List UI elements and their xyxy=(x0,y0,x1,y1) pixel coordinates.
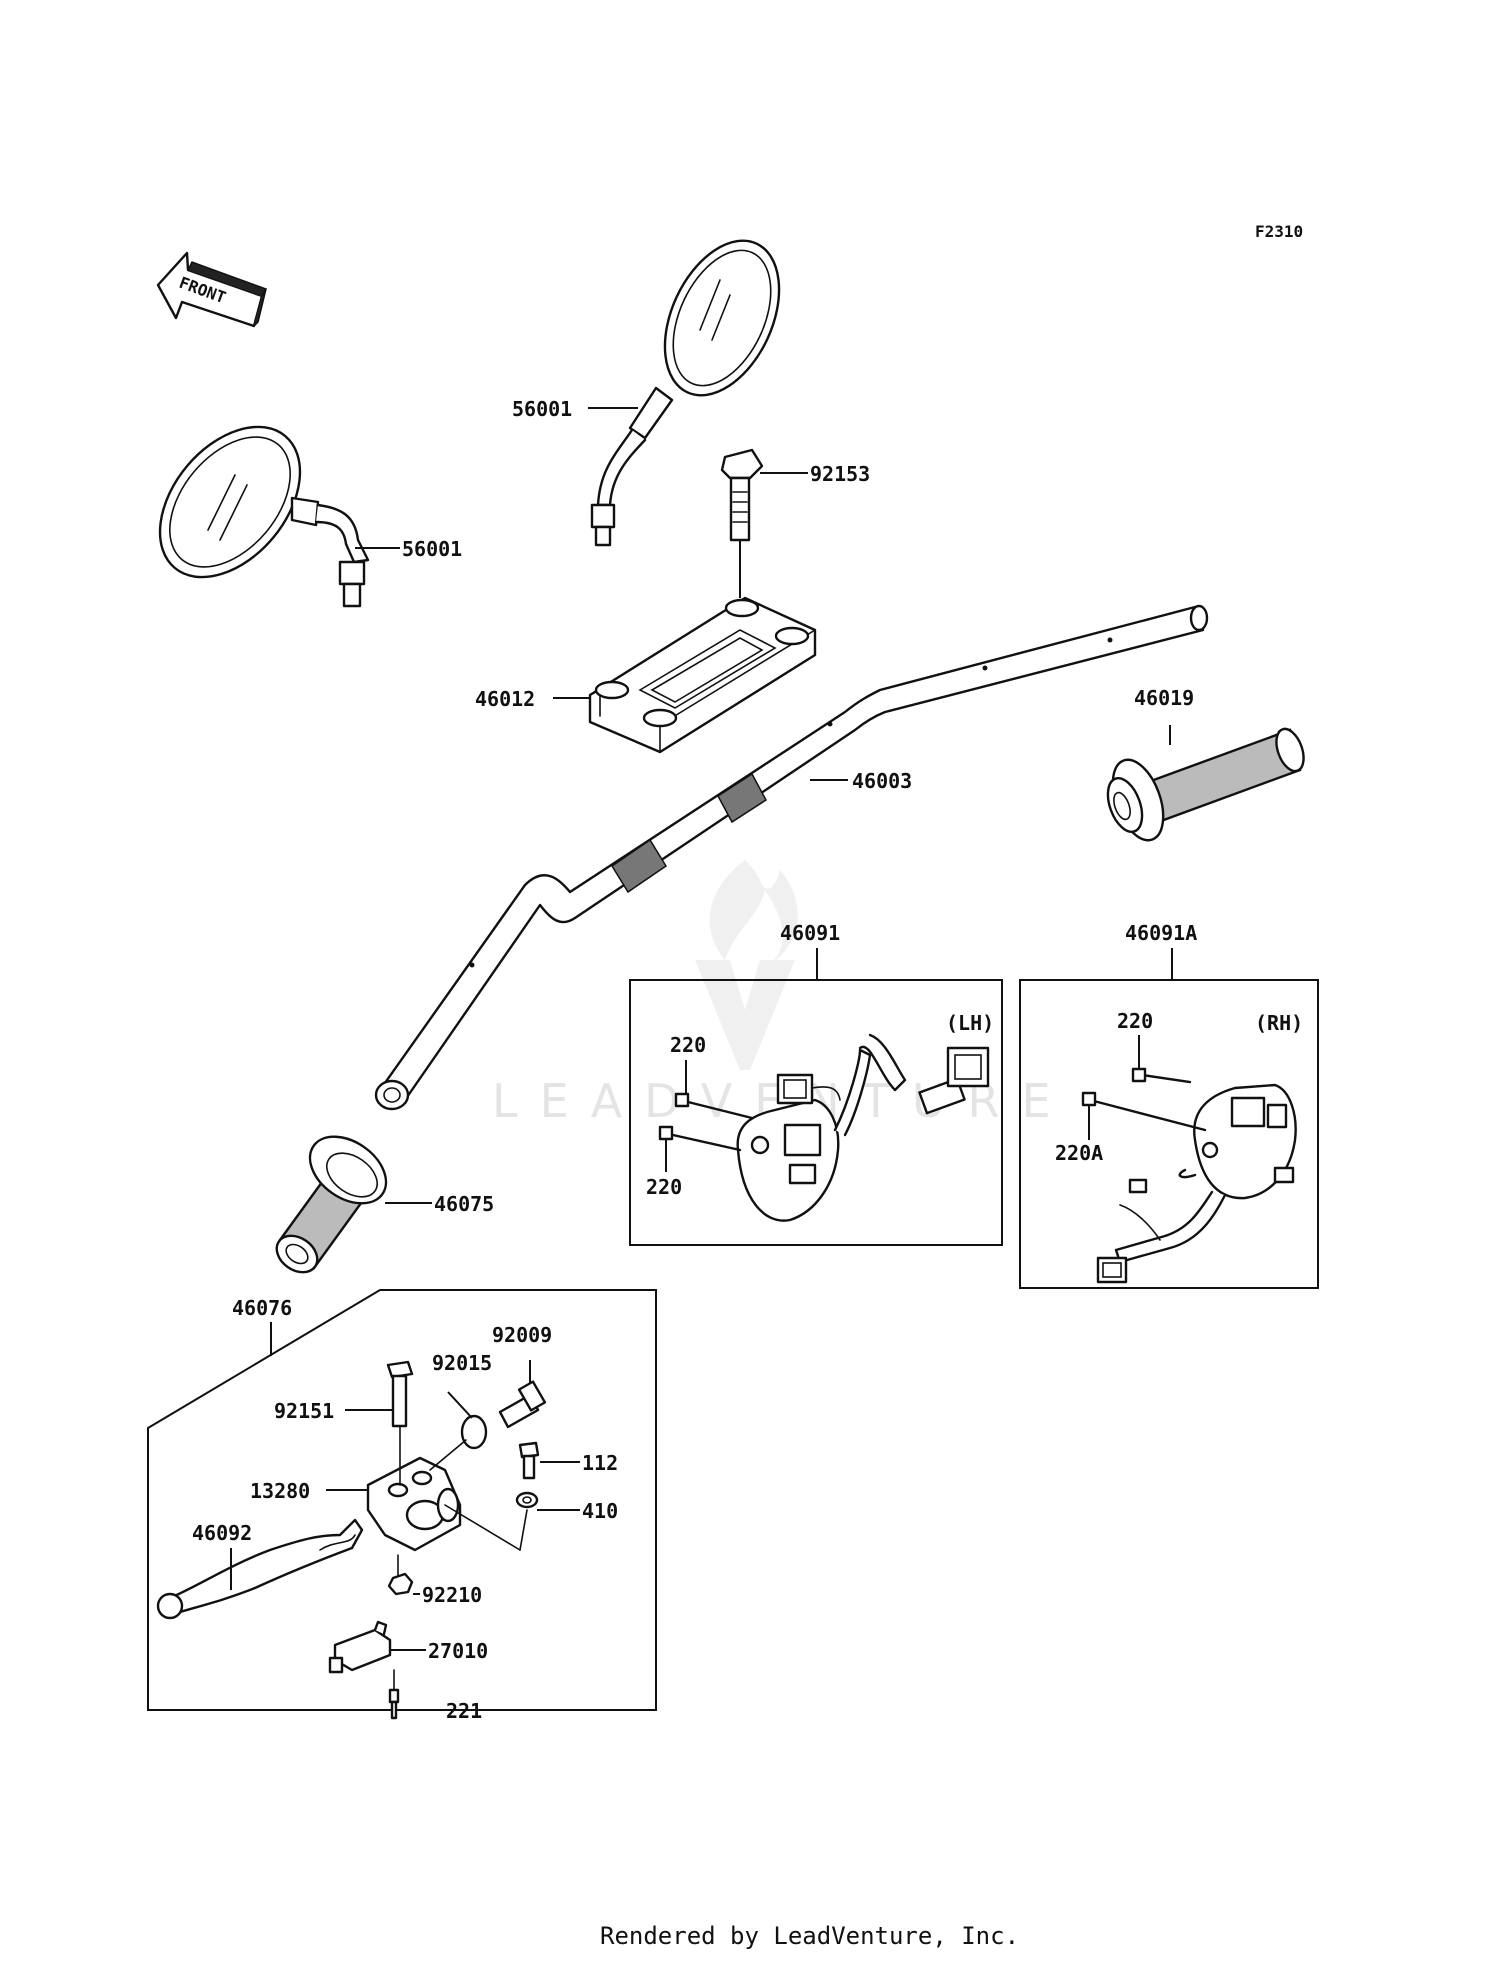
label-adjuster: 92009 xyxy=(492,1323,552,1347)
label-screw-112: 112 xyxy=(582,1451,618,1475)
label-bracket: 13280 xyxy=(250,1479,310,1503)
front-arrow-icon: FRONT xyxy=(156,251,268,328)
label-mirror-right: 56001 xyxy=(512,397,572,421)
mirror-left-drawing xyxy=(158,425,370,608)
switch-lh-drawing xyxy=(658,1033,990,1222)
label-grip-right: 46019 xyxy=(1134,686,1194,710)
label-screw-221: 221 xyxy=(446,1699,482,1723)
grip-left-46075-drawing xyxy=(275,1135,388,1274)
label-rh-screw: 220 xyxy=(1117,1009,1153,1033)
label-holder: 46012 xyxy=(475,687,535,711)
label-washer: 410 xyxy=(582,1499,618,1523)
label-rh-screw-long: 220A xyxy=(1055,1141,1103,1165)
label-box-rh: (RH) xyxy=(1255,1011,1303,1035)
label-lh-screw-a: 220 xyxy=(670,1033,706,1057)
label-nut-92210: 92210 xyxy=(422,1583,482,1607)
lever-assy-drawing xyxy=(156,1360,547,1720)
label-nut-adjuster: 92015 xyxy=(432,1351,492,1375)
label-switch-rh: 46091A xyxy=(1125,921,1197,945)
bolt-92153-drawing xyxy=(720,448,764,542)
label-mirror-left: 56001 xyxy=(402,537,462,561)
figure-code: F2310 xyxy=(1255,222,1303,241)
label-handlebar: 46003 xyxy=(852,769,912,793)
label-lever: 46092 xyxy=(192,1521,252,1545)
label-grip-left: 46075 xyxy=(434,1192,494,1216)
mirror-right-drawing xyxy=(590,239,781,547)
label-lh-screw-b: 220 xyxy=(646,1175,682,1199)
label-clutch-switch: 27010 xyxy=(428,1639,488,1663)
handlebar-46003-drawing xyxy=(374,604,1209,1111)
label-lever-assy: 46076 xyxy=(232,1296,292,1320)
label-box-lh: (LH) xyxy=(946,1011,994,1035)
lever-assy-box xyxy=(147,1289,657,1711)
watermark-logo-icon xyxy=(695,860,798,1070)
label-bolt-holder: 92153 xyxy=(810,462,870,486)
label-bolt-lever: 92151 xyxy=(274,1399,334,1423)
label-switch-lh: 46091 xyxy=(780,921,840,945)
switch-rh-box xyxy=(1019,979,1319,1289)
grip-right-46019-drawing xyxy=(1106,727,1305,842)
footer-credit: Rendered by LeadVenture, Inc. xyxy=(600,1922,1019,1950)
switch-rh-drawing xyxy=(1081,1067,1297,1284)
holder-46012-drawing xyxy=(588,596,817,754)
